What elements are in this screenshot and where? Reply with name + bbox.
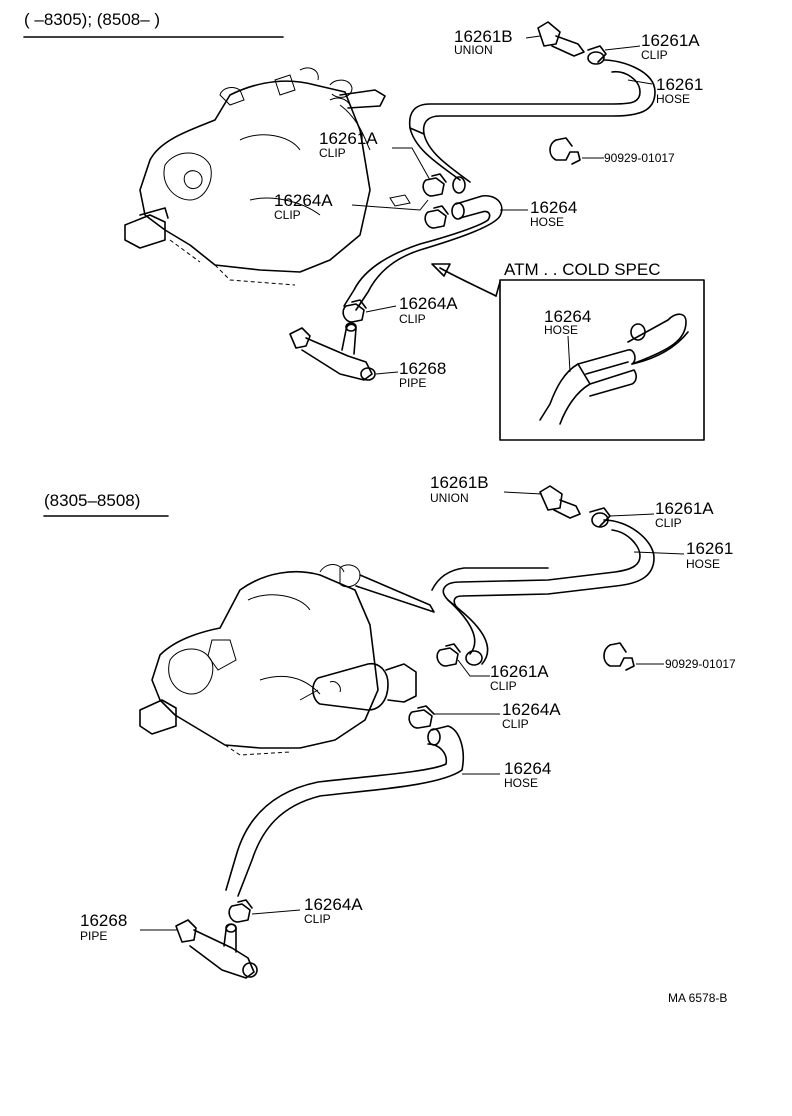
- label-16261-top-name: HOSE: [656, 92, 690, 106]
- label-16264A-a-bottom-name: CLIP: [502, 717, 529, 731]
- label-16261B-bottom-num: 16261B: [430, 473, 489, 492]
- top-range-label: ( –8305); (8508– ): [24, 10, 160, 29]
- hose-16264-bottom: [225, 725, 464, 897]
- label-16264A-a-bottom-num: 16264A: [502, 700, 561, 719]
- clip-16264A-b-top: [342, 299, 367, 323]
- label-16264A-a-top-name: CLIP: [274, 208, 301, 222]
- bottom-range-label: (8305–8508): [44, 491, 140, 510]
- leader-lines-bottom: [140, 491, 685, 931]
- label-16268-top-num: 16268: [399, 359, 446, 378]
- label-16264A-b-bottom-name: CLIP: [304, 912, 331, 926]
- inset-label-16264-name: HOSE: [544, 323, 578, 337]
- cold-spec-inset: [499, 279, 705, 441]
- label-90929-bottom: 90929-01017: [665, 657, 736, 671]
- label-16261B-top-name: UNION: [454, 43, 493, 57]
- label-16261A-mid-top-name: CLIP: [319, 146, 346, 160]
- leader-lines-top: [351, 35, 653, 375]
- clip-90929-bottom: [603, 642, 664, 671]
- clip-16264A-a-bottom: [408, 705, 435, 729]
- inset-label-16264-num: 16264: [544, 307, 591, 326]
- hose-16264-top: [343, 194, 503, 311]
- label-16264A-b-top-name: CLIP: [399, 312, 426, 326]
- hose-16261-bottom: [431, 519, 655, 666]
- bottom-section: (8305–8508): [43, 473, 736, 979]
- injection-pump-top: [124, 67, 386, 286]
- label-16261A-top-name: CLIP: [641, 48, 668, 62]
- hose-16261-top: [408, 59, 656, 194]
- label-16264-top-num: 16264: [530, 198, 577, 217]
- inset-title: ATM . . COLD SPEC: [504, 260, 661, 279]
- label-16264A-b-top-num: 16264A: [399, 294, 458, 313]
- clip-16264A-b-bottom: [228, 899, 253, 923]
- label-16268-bottom-name: PIPE: [80, 929, 107, 943]
- diagram-code: MA 6578-B: [668, 991, 727, 1005]
- label-16261B-bottom-name: UNION: [430, 491, 469, 505]
- label-16261A-mid-bottom-num: 16261A: [490, 662, 549, 681]
- label-16264-top-name: HOSE: [530, 215, 564, 229]
- label-16261A-top-bottom-num: 16261A: [655, 499, 714, 518]
- label-16261-top-num: 16261: [656, 75, 703, 94]
- label-16264A-b-bottom-num: 16264A: [304, 895, 363, 914]
- label-90929-top: 90929-01017: [604, 151, 675, 165]
- label-16264A-a-top-num: 16264A: [274, 191, 333, 210]
- label-16261A-mid-top-num: 16261A: [319, 129, 378, 148]
- pipe-16268-top: [289, 322, 376, 381]
- label-16261-bottom-num: 16261: [686, 539, 733, 558]
- clip-16261A-mid-top: [422, 173, 447, 197]
- injection-pump-bottom: [139, 564, 435, 756]
- pipe-16268-bottom: [175, 919, 258, 979]
- union-16261B-top: [537, 21, 607, 65]
- label-16261A-top-num: 16261A: [641, 31, 700, 50]
- label-16264-bottom-num: 16264: [504, 759, 551, 778]
- union-16261B-bottom: [539, 485, 611, 528]
- clip-16264A-a-top: [389, 194, 449, 229]
- label-16261-bottom-name: HOSE: [686, 557, 720, 571]
- clip-90929-top: [549, 137, 604, 165]
- cold-spec-arrow: [431, 263, 501, 297]
- label-16261A-top-bottom-name: CLIP: [655, 516, 682, 530]
- label-16261B-top-num: 16261B: [454, 27, 513, 46]
- top-section: ( –8305); (8508– ): [23, 10, 705, 441]
- label-16264-bottom-name: HOSE: [504, 776, 538, 790]
- clip-16261A-mid-bottom: [436, 643, 461, 667]
- label-16261A-mid-bottom-name: CLIP: [490, 679, 517, 693]
- label-16268-top-name: PIPE: [399, 376, 426, 390]
- label-16268-bottom-num: 16268: [80, 911, 127, 930]
